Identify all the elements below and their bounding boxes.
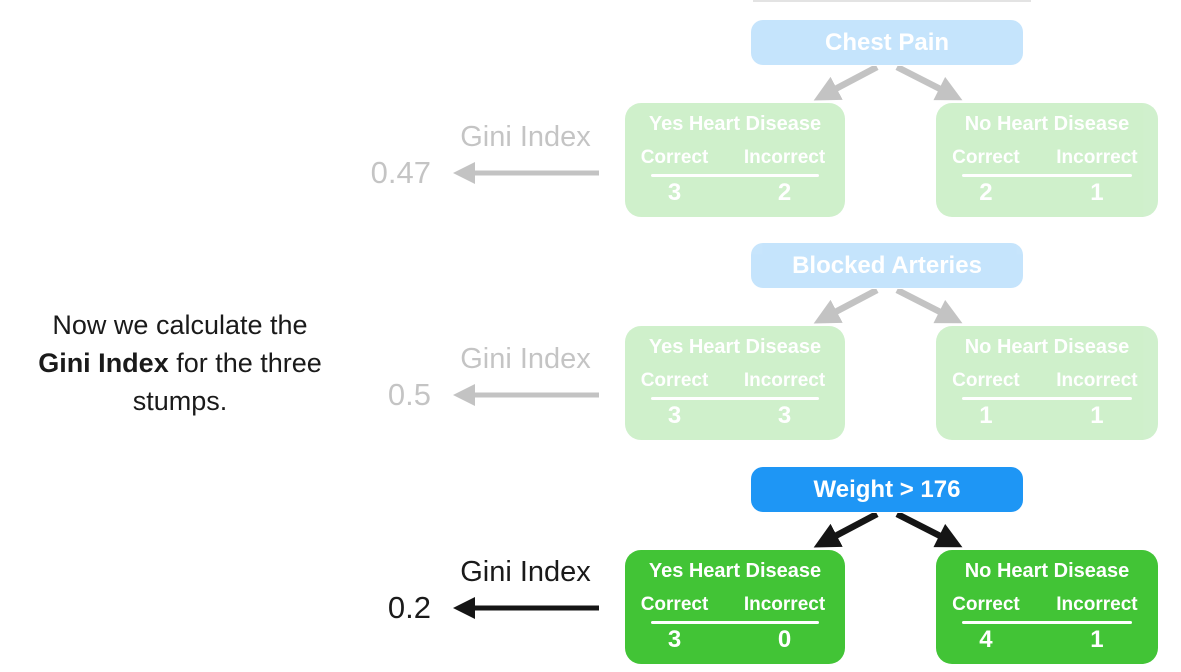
leaf-yes-heart-disease: Yes Heart Disease Correct Incorrect 3 0 [625, 550, 845, 664]
correct-count: 4 [979, 626, 993, 653]
correct-label: Correct [640, 147, 709, 168]
stump-weight-gt-176: Weight > 176 Yes Heart Disease Correct I… [0, 467, 1181, 672]
correct-count: 3 [667, 179, 682, 206]
correct-count: 1 [979, 402, 993, 429]
incorrect-count: 1 [1090, 179, 1104, 206]
leaf-title: No Heart Disease [964, 113, 1130, 135]
leaf-yes-heart-disease: Yes Heart Disease Correct Incorrect 3 2 [625, 103, 845, 217]
leaf-divider [962, 397, 1132, 400]
leaf-title: Yes Heart Disease [648, 113, 822, 135]
incorrect-count: 2 [777, 179, 792, 206]
leaf-title: No Heart Disease [964, 560, 1130, 582]
leaf-no-heart-disease: No Heart Disease Correct Incorrect 2 1 [936, 103, 1158, 217]
leaf-divider [651, 621, 819, 624]
leaf-title: No Heart Disease [964, 336, 1130, 358]
correct-count: 3 [667, 626, 682, 653]
caption-line3: stumps. [132, 386, 228, 416]
gini-value: 0.47 [370, 155, 431, 190]
leaf-title: Yes Heart Disease [648, 560, 822, 582]
incorrect-label: Incorrect [743, 594, 826, 615]
root-node-label: Weight > 176 [813, 475, 961, 503]
top-edge-artifact [753, 0, 1031, 2]
root-node-chest-pain: Chest Pain [751, 20, 1023, 65]
branch-arrows [813, 513, 963, 548]
correct-label: Correct [952, 370, 1020, 391]
incorrect-label: Incorrect [1056, 370, 1138, 391]
leaf-divider [962, 174, 1132, 177]
leaf-divider [962, 621, 1132, 624]
incorrect-count: 1 [1090, 402, 1104, 429]
root-node-label: Chest Pain [824, 28, 950, 56]
caption-gini-bold: Gini Index [38, 348, 169, 378]
gini-arrow [453, 162, 599, 185]
caption-line2-rest: for the three [168, 348, 322, 378]
caption-line1: Now we calculate the [52, 310, 308, 340]
leaf-divider [651, 397, 819, 400]
gini-group: Gini Index 0.2 [355, 556, 610, 636]
incorrect-label: Incorrect [743, 147, 826, 168]
gini-arrow [453, 384, 599, 407]
gini-index-label: Gini Index [460, 556, 591, 588]
branch-arrows [813, 66, 963, 101]
gini-index-label: Gini Index [460, 121, 591, 153]
stump-blocked-arteries: Blocked Arteries Yes Heart Disease Corre… [0, 243, 1181, 473]
gini-group: Gini Index 0.5 [355, 343, 610, 423]
incorrect-count: 1 [1090, 626, 1104, 653]
gini-index-label: Gini Index [460, 343, 591, 375]
leaf-no-heart-disease: No Heart Disease Correct Incorrect 4 1 [936, 550, 1158, 664]
leaf-divider [651, 174, 819, 177]
gini-arrow [453, 597, 599, 620]
correct-count: 3 [667, 402, 682, 429]
incorrect-count: 0 [777, 626, 792, 653]
correct-label: Correct [640, 370, 709, 391]
correct-label: Correct [952, 594, 1020, 615]
gini-group: Gini Index 0.47 [355, 121, 610, 201]
correct-label: Correct [640, 594, 709, 615]
incorrect-count: 3 [777, 402, 792, 429]
gini-value: 0.2 [387, 590, 431, 625]
incorrect-label: Incorrect [1056, 147, 1138, 168]
branch-arrows [813, 289, 963, 324]
stump-chest-pain: Chest Pain Yes Heart Disease Correct Inc… [0, 20, 1181, 250]
correct-count: 2 [979, 179, 993, 206]
root-node-label: Blocked Arteries [792, 251, 982, 279]
incorrect-label: Incorrect [1056, 594, 1138, 615]
caption-text: Now we calculate the Gini Index for the … [8, 306, 352, 420]
correct-label: Correct [952, 147, 1020, 168]
root-node-blocked-arteries: Blocked Arteries [751, 243, 1023, 288]
leaf-title: Yes Heart Disease [648, 336, 822, 358]
root-node-weight: Weight > 176 [751, 467, 1023, 512]
leaf-yes-heart-disease: Yes Heart Disease Correct Incorrect 3 3 [625, 326, 845, 440]
leaf-no-heart-disease: No Heart Disease Correct Incorrect 1 1 [936, 326, 1158, 440]
incorrect-label: Incorrect [743, 370, 826, 391]
gini-value: 0.5 [387, 377, 431, 412]
